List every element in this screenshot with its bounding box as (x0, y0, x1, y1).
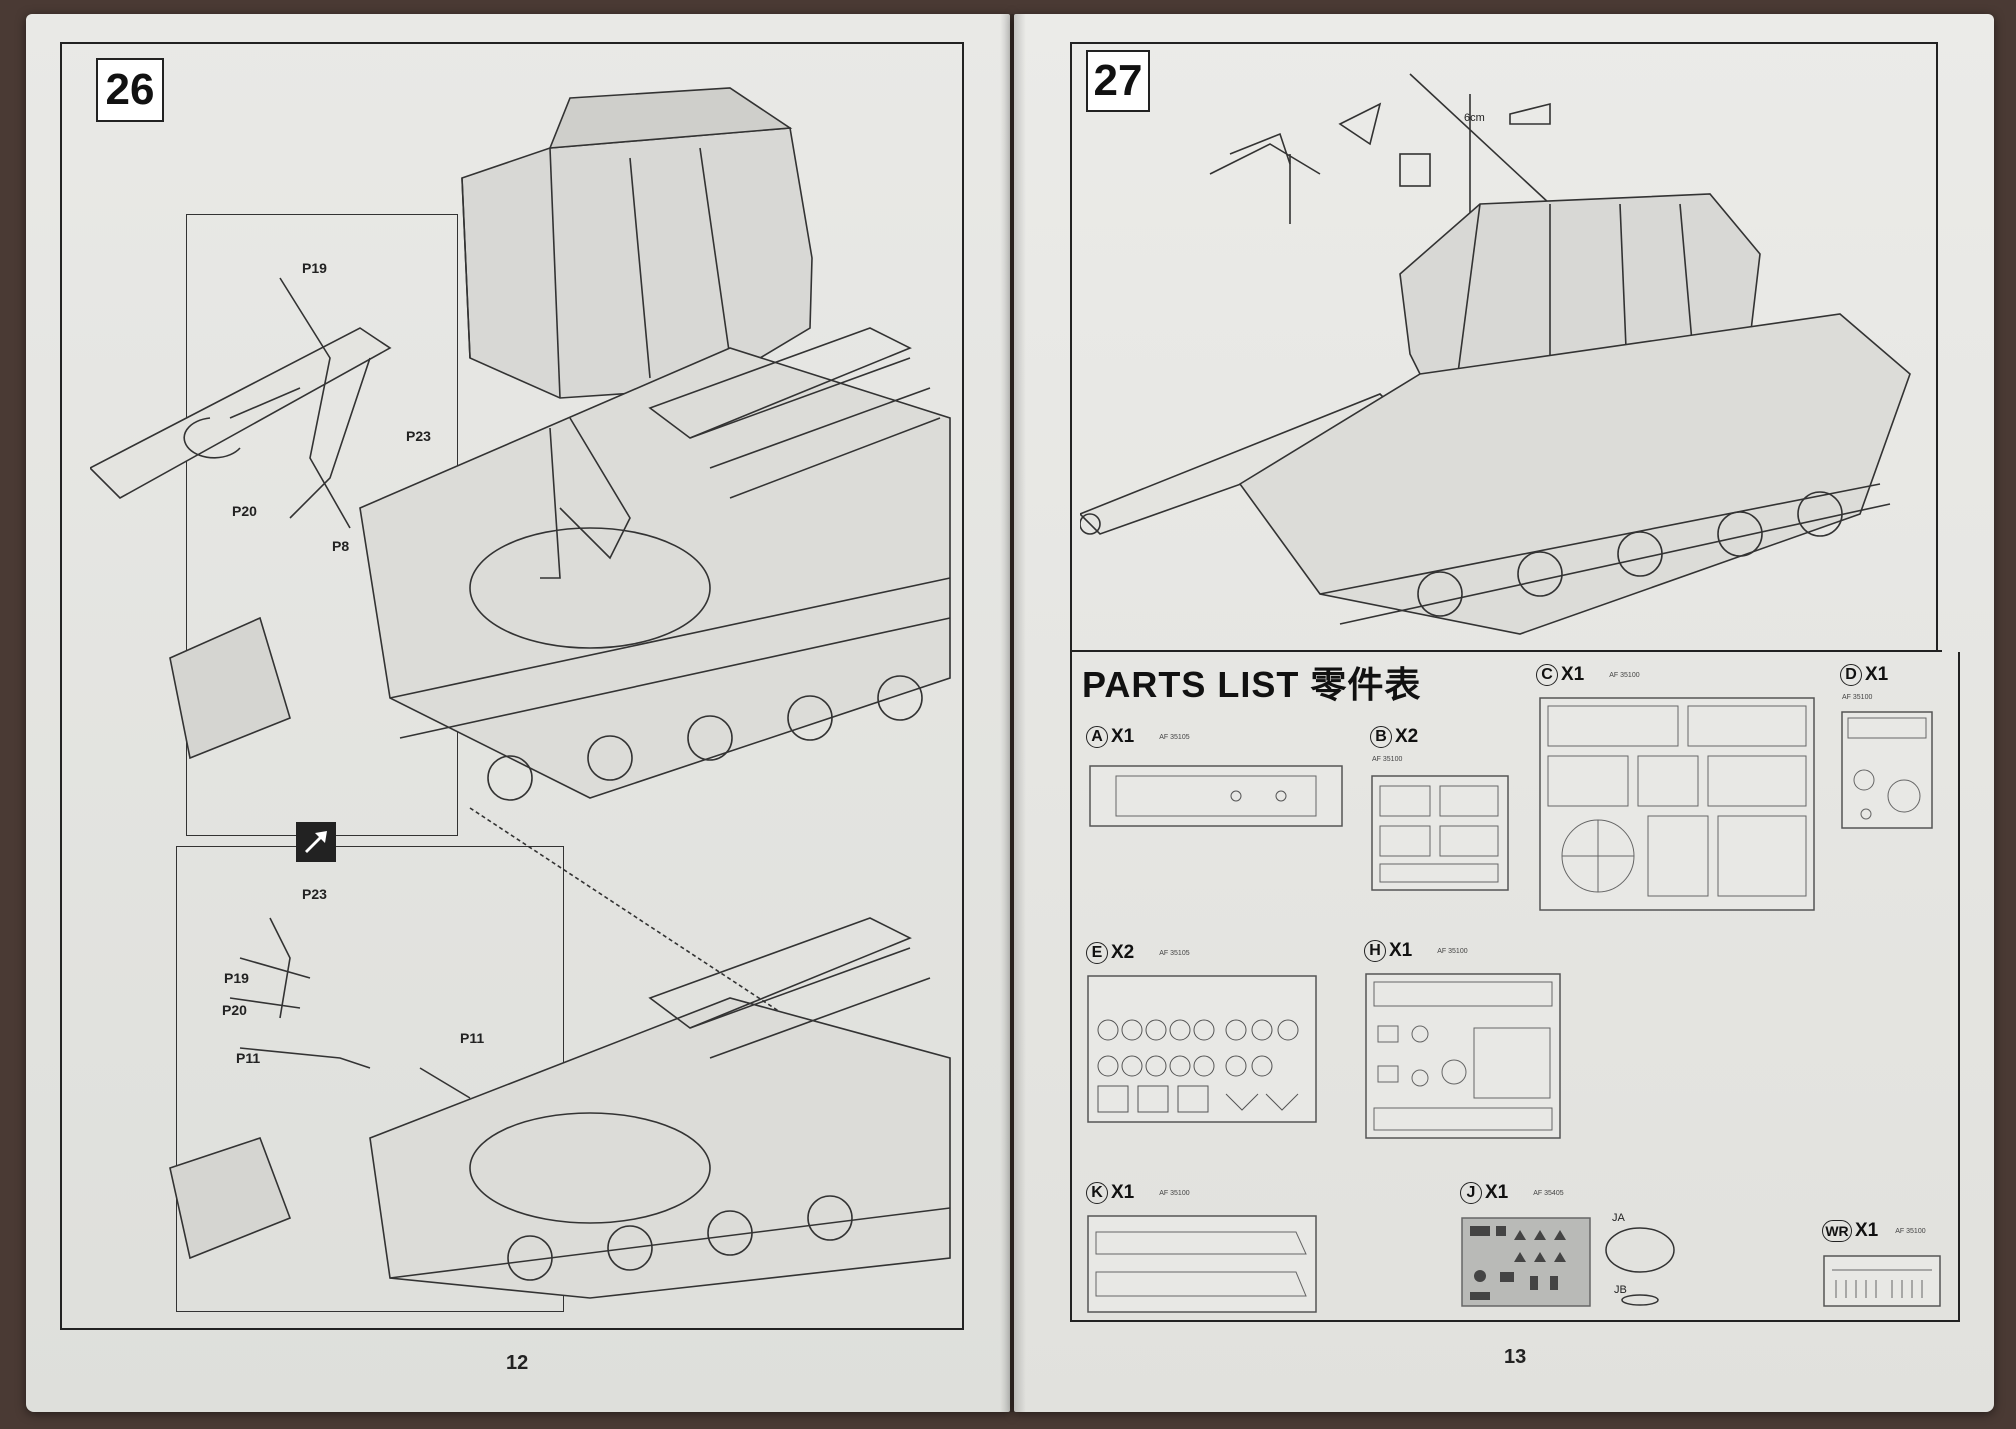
part-label-jb: JB (1614, 1284, 1627, 1296)
sprue-d-image (1841, 711, 1933, 829)
step-26-frame (60, 42, 964, 1330)
sprue-k-qty: X1 (1111, 1182, 1135, 1203)
sprue-wr-label: WR X1 AF 35100 (1822, 1220, 1926, 1242)
sprue-c-label: C X1 AF 35100 (1536, 664, 1640, 686)
sprue-d-qty: X1 (1865, 664, 1889, 685)
sprue-wr-qty: X1 (1855, 1220, 1879, 1241)
measurement-label-6cm: 6cm (1464, 112, 1485, 124)
sprue-c-letter: C (1536, 664, 1558, 686)
sprue-e-image (1087, 975, 1317, 1123)
sprue-h-label: H X1 AF 35100 (1364, 940, 1468, 962)
sprue-c-code: AF 35100 (1609, 671, 1640, 679)
callout-p23: P23 (406, 428, 431, 444)
sprue-a-image (1089, 765, 1343, 827)
sprue-c-qty: X1 (1561, 664, 1585, 685)
sprue-j-photoetch-image (1461, 1217, 1591, 1307)
sprue-e-qty: X2 (1111, 942, 1135, 963)
sprue-k-letter: K (1086, 1182, 1108, 1204)
sprue-k-code: AF 35100 (1159, 1189, 1190, 1197)
callout-p20-bottom: P20 (222, 1002, 247, 1018)
sprue-j-letter: J (1460, 1182, 1482, 1204)
sprue-b-label: B X2 (1370, 726, 1418, 748)
sprue-e-label: E X2 AF 35105 (1086, 942, 1190, 964)
alternate-arrow-icon (296, 822, 336, 862)
callout-p20: P20 (232, 503, 257, 519)
sprue-j-code: AF 35405 (1533, 1189, 1564, 1197)
completed-tank-drawing (1080, 73, 1911, 635)
sprue-k-image (1087, 1215, 1317, 1313)
sprue-h-qty: X1 (1389, 940, 1413, 961)
sprue-c-image (1539, 697, 1815, 911)
page-number-12: 12 (506, 1352, 529, 1374)
sprue-b-letter: B (1370, 726, 1392, 748)
step-27-number: 27 (1086, 50, 1150, 112)
sprue-wr-letter: WR (1822, 1220, 1852, 1242)
sprue-a-code: AF 35105 (1159, 733, 1190, 741)
callout-p19-bottom: P19 (224, 970, 249, 986)
sprue-e-code: AF 35105 (1159, 949, 1190, 957)
parts-list-frame (1070, 652, 1960, 1322)
sprue-e-letter: E (1086, 942, 1108, 964)
callout-p8: P8 (332, 538, 350, 554)
sprue-j-label: J X1 AF 35405 (1460, 1182, 1564, 1204)
parts-list-divider (1070, 650, 1942, 652)
callout-p11-bottom-right: P11 (460, 1030, 485, 1046)
sprue-h-code: AF 35100 (1437, 947, 1468, 955)
sprue-k-label: K X1 AF 35100 (1086, 1182, 1190, 1204)
sprue-j-wire-image (1605, 1227, 1675, 1306)
sprue-j-qty: X1 (1485, 1182, 1509, 1203)
sprue-a-qty: X1 (1111, 726, 1135, 747)
book-gutter (1000, 14, 1026, 1412)
callout-p23-bottom: P23 (302, 886, 327, 902)
sprue-wr-code: AF 35100 (1895, 1227, 1926, 1235)
sprue-a-letter: A (1086, 726, 1108, 748)
sprue-d-code: AF 35100 (1842, 694, 1873, 701)
page-number-13: 13 (1504, 1346, 1527, 1368)
part-label-ja: JA (1612, 1212, 1625, 1224)
sprue-h-image (1365, 973, 1561, 1139)
step-26-number: 26 (96, 58, 164, 122)
sprue-h-letter: H (1364, 940, 1386, 962)
sprue-d-label: D X1 (1840, 664, 1888, 686)
callout-p19: P19 (302, 260, 327, 276)
sprue-d-letter: D (1840, 664, 1862, 686)
sprue-b-code: AF 35100 (1372, 756, 1403, 763)
tank-hull-turret-assembly-drawing (90, 87, 951, 1299)
sprue-b-qty: X2 (1395, 726, 1419, 747)
parts-list-title: PARTS LIST 零件表 (1082, 664, 1422, 705)
sprue-b-image (1371, 775, 1509, 891)
sprue-a-label: A X1 AF 35105 (1086, 726, 1190, 748)
callout-p11-bottom: P11 (236, 1050, 261, 1066)
sprue-wr-image (1823, 1255, 1941, 1307)
